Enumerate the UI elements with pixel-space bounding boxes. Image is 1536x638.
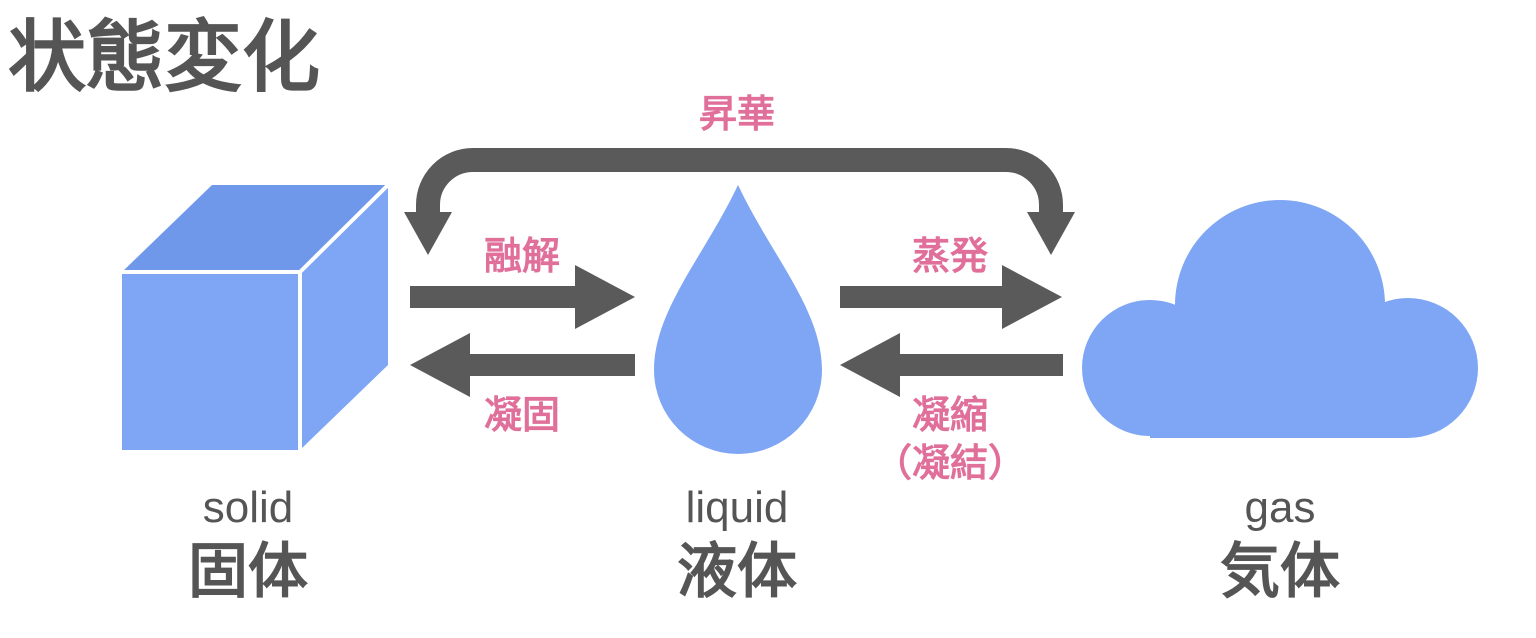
cube-icon — [122, 183, 390, 450]
droplet-icon — [654, 185, 822, 454]
gas-ja-label: 気体 — [1220, 537, 1340, 607]
evaporation-arrow — [840, 265, 1062, 329]
freezing-label: 凝固 — [484, 393, 560, 437]
melting-arrow — [410, 265, 635, 329]
freezing-arrow — [410, 333, 635, 397]
cloud-icon — [1082, 200, 1478, 438]
sublimation-label: 昇華 — [699, 92, 775, 136]
solid-en-label: solid — [203, 483, 294, 532]
sublimation-arrow — [404, 148, 1075, 255]
liquid-ja-label: 液体 — [677, 537, 797, 607]
condensation-label: 凝縮 — [912, 393, 988, 437]
liquid-en-label: liquid — [686, 483, 789, 532]
page-title: 状態変化 — [8, 13, 320, 103]
gas-en-label: gas — [1245, 483, 1316, 532]
deposition-label: （凝結） — [874, 441, 1026, 485]
solid-ja-label: 固体 — [188, 537, 308, 607]
evaporation-label: 蒸発 — [912, 234, 989, 278]
condensation-arrow — [840, 333, 1063, 397]
melting-label: 融解 — [484, 234, 560, 278]
